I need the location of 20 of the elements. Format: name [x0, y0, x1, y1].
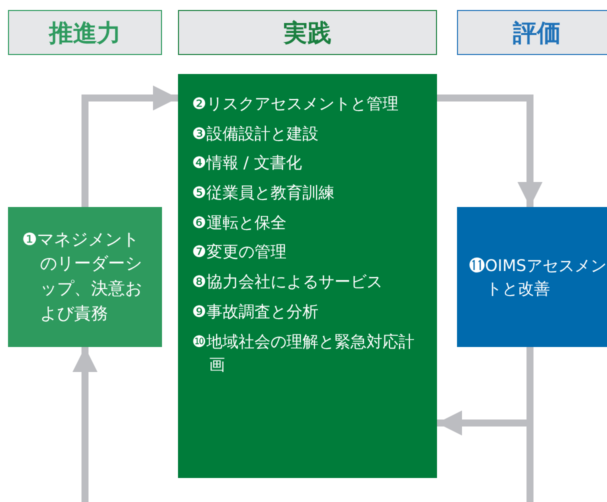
list-item: ❼変更の管理: [192, 241, 288, 264]
column-header: 評価: [457, 10, 607, 55]
process-box: [178, 74, 437, 478]
arrow: [82, 85, 178, 207]
list-item: ❹情報 / 文書化: [192, 152, 303, 174]
arrow: [437, 94, 543, 207]
list-item: ❻運転と保全: [192, 212, 288, 234]
list-item: ❿地域社会の理解と緊急対応計画: [192, 330, 416, 376]
list-item: ⓫OIMSアセスメントと改善: [469, 254, 607, 300]
process-box: [8, 207, 162, 347]
list-item: ❶マネジメントのリーダーシップ、決意および責務: [22, 228, 143, 326]
process-box: [457, 207, 607, 347]
arrow: [72, 347, 98, 502]
list-item: ❷リスクアセスメントと管理: [192, 93, 400, 115]
list-item: ❾事故調査と分析: [192, 300, 320, 323]
list-item: ❺従業員と教育訓練: [192, 182, 336, 204]
column-header: 実践: [178, 10, 437, 55]
list-item: ❽協力会社によるサービス: [192, 271, 384, 294]
column-header: 推進力: [8, 10, 162, 55]
list-item: ❸設備設計と建設: [192, 122, 320, 145]
